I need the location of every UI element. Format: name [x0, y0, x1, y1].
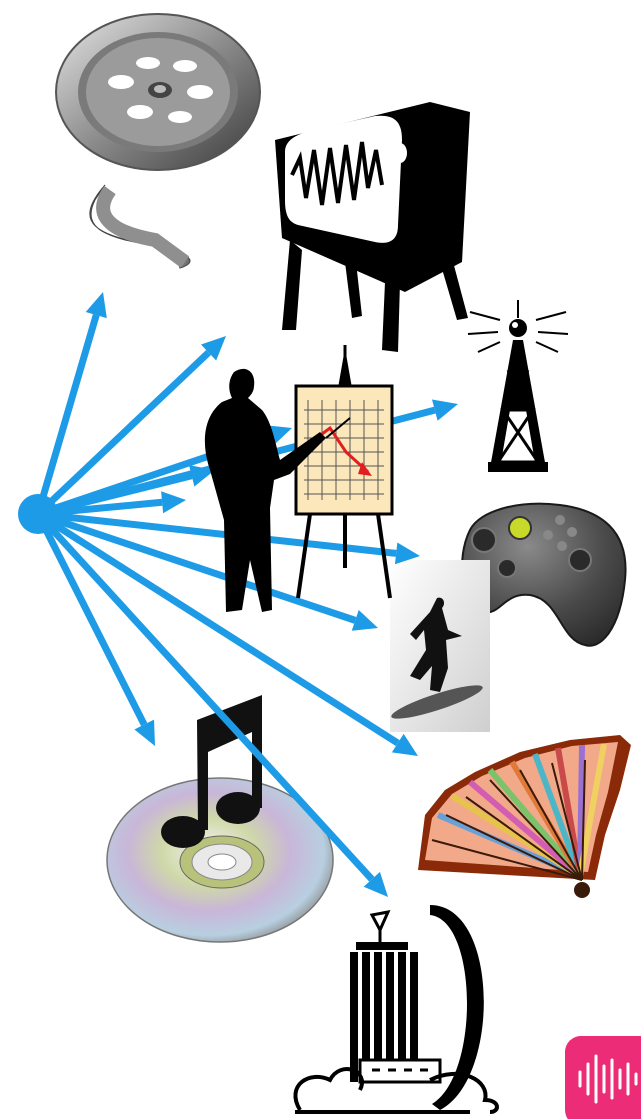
surfer-arrow-head: [351, 609, 378, 631]
presenter-easel-icon: [204, 345, 394, 612]
music-cd-icon: [106, 695, 334, 943]
surfer-arrow-shaft: [36, 510, 357, 624]
film-reel-arrow-head: [85, 292, 107, 319]
broadcast-building-arrow-head: [363, 871, 388, 897]
television-arrow-head: [201, 336, 226, 361]
hand-fan-arrow-head: [391, 733, 418, 756]
film-reel-icon: [55, 13, 261, 269]
radio-tower-arrow-head: [431, 399, 458, 421]
audio-waveform-icon: [565, 1036, 641, 1119]
broadcast-building-icon: [293, 905, 499, 1114]
radio-tower-icon: [467, 300, 569, 472]
film-reel-arrow-shaft: [34, 314, 100, 515]
game-controller-arrow-shaft: [37, 510, 397, 557]
television-icon: [275, 102, 470, 352]
hand-fan-icon: [418, 735, 631, 898]
extra-2-arrow-head: [189, 465, 215, 487]
game-controller-arrow-head: [394, 542, 420, 565]
hand-fan-arrow-shaft: [36, 511, 400, 747]
hub-dot-icon: [18, 494, 58, 534]
music-cd-arrow-head: [134, 719, 155, 746]
music-cd-arrow-shaft: [34, 512, 148, 727]
surfer-icon: [390, 560, 490, 732]
broadcast-building-arrow-shaft: [35, 511, 375, 882]
television-arrow-shaft: [35, 349, 211, 517]
extra-2-arrow-shaft: [37, 472, 193, 518]
extra-1-arrow-head: [161, 491, 186, 514]
